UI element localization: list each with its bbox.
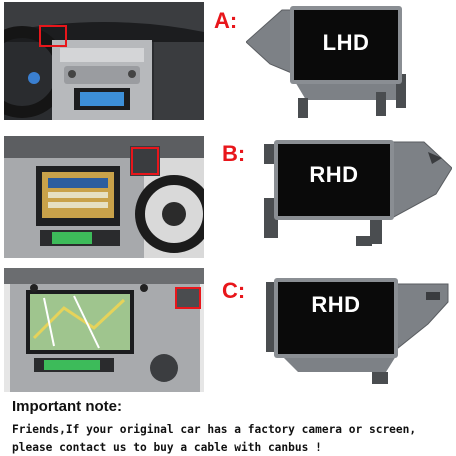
car-dashboard-photo-b	[4, 136, 204, 258]
row-label-b: B:	[222, 141, 246, 166]
note-title: Important note:	[12, 398, 122, 415]
stereo-frame-rhd-c: RHD	[258, 276, 454, 386]
screen-label-rhd-c: RHD	[311, 292, 361, 317]
row-label-a: A:	[214, 8, 238, 33]
screen-label-lhd: LHD	[322, 30, 370, 55]
row-label-c: C:	[222, 278, 246, 303]
car-dashboard-photo-c	[4, 268, 204, 392]
stereo-frame-lhd: LHD	[246, 4, 446, 122]
stereo-frame-rhd-b: RHD	[256, 138, 452, 256]
note-body: Friends,If your original car has a facto…	[12, 423, 417, 454]
screen-label-rhd-b: RHD	[309, 162, 359, 187]
car-dashboard-photo-a	[4, 2, 204, 120]
